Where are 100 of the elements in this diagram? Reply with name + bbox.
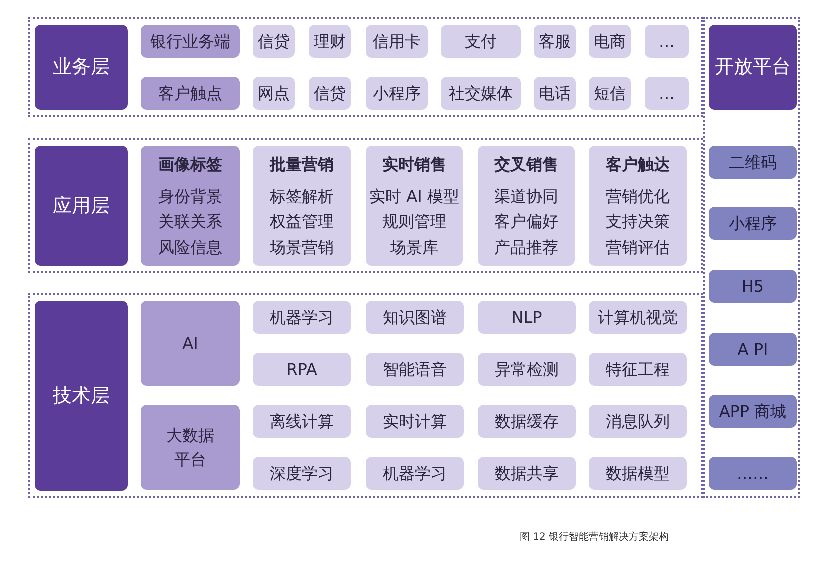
- item-box: [366, 301, 464, 334]
- function-card: [478, 146, 575, 266]
- layer-box: [35, 146, 128, 266]
- card-item: 渠道协同: [494, 186, 558, 208]
- item-box: [441, 25, 521, 58]
- item-box: [589, 353, 687, 386]
- box-label: 开放平台: [715, 55, 791, 80]
- figure-caption: 图 12 银行智能营销解决方案架构: [520, 530, 670, 544]
- item-box: [366, 25, 428, 58]
- category-box: [141, 405, 240, 490]
- box-label: 机器学习: [383, 462, 447, 484]
- box-label: …: [659, 30, 675, 52]
- category-box: [141, 25, 240, 58]
- box-label: 业务层: [53, 55, 110, 80]
- box-label: 电商: [594, 30, 626, 52]
- box-label: 消息队列: [606, 410, 670, 432]
- box-label: AI: [182, 332, 198, 354]
- card-item: 规则管理: [382, 211, 446, 234]
- item-box: [366, 405, 464, 438]
- box-label: 信贷: [314, 82, 346, 104]
- box-label: 社交媒体: [449, 82, 513, 104]
- card-item: 客户偏好: [494, 211, 558, 234]
- item-box: [589, 25, 631, 58]
- box-label: 实时计算: [383, 410, 447, 432]
- box-label: …: [659, 82, 675, 104]
- box-label: 大数据平台: [166, 424, 216, 470]
- item-box: [645, 77, 689, 110]
- platform-box: [709, 457, 797, 490]
- layer-box: [35, 301, 128, 491]
- box-label: 智能语音: [383, 358, 447, 380]
- platform-box: [709, 270, 797, 303]
- card-heading: 画像标签: [158, 154, 222, 176]
- item-box: [534, 25, 576, 58]
- function-card: [589, 146, 687, 266]
- item-box: [253, 301, 351, 334]
- function-card: [141, 146, 240, 266]
- item-box: [589, 405, 687, 438]
- card-item: 营销优化: [606, 186, 670, 208]
- box-label: 支付: [465, 30, 497, 52]
- box-label: NLP: [512, 306, 542, 328]
- card-item: 风险信息: [158, 236, 222, 259]
- item-box: [253, 405, 351, 438]
- platform-box: [709, 333, 797, 366]
- box-label: ……: [737, 462, 769, 484]
- item-box: [309, 77, 351, 110]
- box-label: 特征工程: [606, 358, 670, 380]
- item-box: [589, 77, 631, 110]
- card-heading: 批量营销: [270, 154, 334, 176]
- box-label: 信贷: [258, 30, 290, 52]
- card-heading: 交叉销售: [494, 154, 558, 176]
- item-box: [478, 457, 576, 490]
- item-box: [253, 25, 295, 58]
- box-label: H5: [742, 276, 764, 298]
- box-label: 应用层: [53, 194, 110, 219]
- box-label: 机器学习: [270, 306, 334, 328]
- card-item: 关联关系: [158, 211, 222, 234]
- layer-box: [35, 25, 128, 110]
- card-item: 产品推荐: [494, 236, 558, 259]
- item-box: [366, 77, 428, 110]
- item-box: [309, 25, 351, 58]
- item-box: [645, 25, 689, 58]
- item-box: [589, 301, 687, 334]
- item-box: [253, 457, 351, 490]
- item-box: [478, 405, 576, 438]
- box-label: 小程序: [729, 212, 777, 234]
- box-label: 短信: [594, 82, 626, 104]
- item-box: [478, 353, 576, 386]
- box-label: 网点: [258, 82, 290, 104]
- box-label: 数据缓存: [495, 410, 559, 432]
- card-heading: 实时销售: [382, 154, 446, 176]
- box-label: 小程序: [373, 82, 421, 104]
- item-box: [253, 353, 351, 386]
- item-box: [366, 457, 464, 490]
- box-label: 理财: [314, 30, 346, 52]
- box-label: 信用卡: [373, 30, 421, 52]
- box-label: 客服: [539, 30, 571, 52]
- card-heading: 客户触达: [606, 154, 670, 176]
- function-card: [253, 146, 351, 266]
- box-label: 电话: [539, 82, 571, 104]
- card-item: 实时 AI 模型: [370, 186, 460, 208]
- box-label: 离线计算: [270, 410, 334, 432]
- box-label: 数据共享: [495, 462, 559, 484]
- box-label: 计算机视觉: [598, 306, 678, 328]
- box-label: 客户触点: [158, 82, 222, 104]
- box-label: 深度学习: [270, 462, 334, 484]
- box-label: 数据模型: [606, 462, 670, 484]
- item-box: [589, 457, 687, 490]
- layer-box: [709, 25, 797, 110]
- item-box: [253, 77, 295, 110]
- category-box: [141, 301, 240, 386]
- item-box: [478, 301, 576, 334]
- box-label: 银行业务端: [150, 30, 230, 52]
- box-label: 知识图谱: [383, 306, 447, 328]
- item-box: [366, 353, 464, 386]
- category-box: [141, 77, 240, 110]
- platform-box: [709, 395, 797, 428]
- box-label: 二维码: [729, 152, 777, 174]
- item-box: [441, 77, 521, 110]
- function-card: [366, 146, 463, 266]
- box-label: A PI: [738, 338, 768, 360]
